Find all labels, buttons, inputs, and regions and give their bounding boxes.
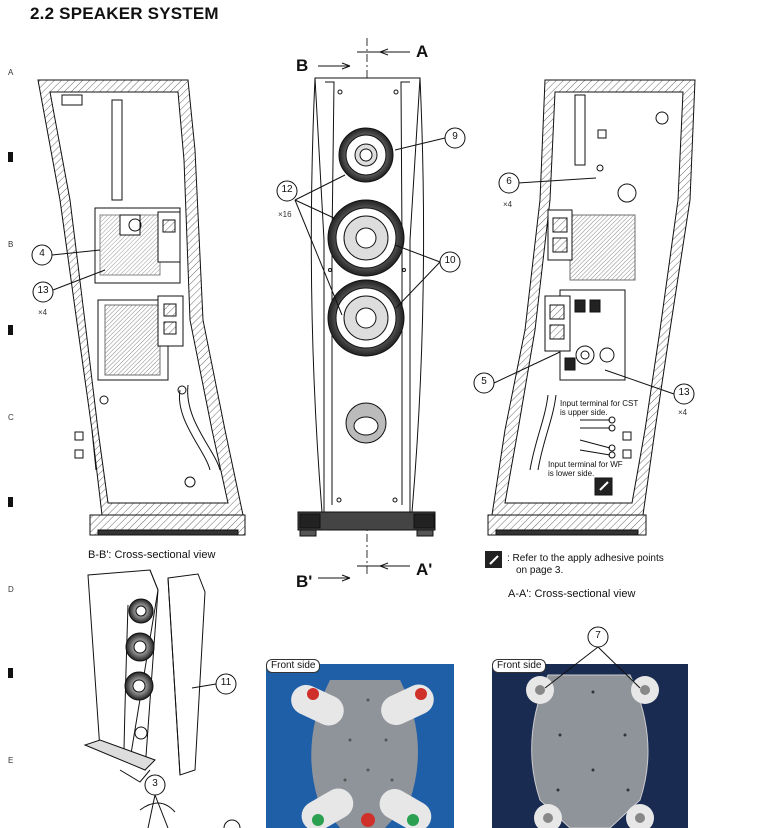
margin-tick (8, 668, 13, 678)
margin-tick (8, 152, 13, 162)
photo-front-left (266, 664, 454, 828)
callout-9: 9 (452, 131, 458, 142)
photo-label-left: Front side (266, 659, 321, 673)
callout-12: 12 (281, 184, 293, 195)
photo-front-right (492, 664, 688, 828)
margin-tick (8, 325, 13, 335)
callout-13-right: 13 (678, 387, 690, 398)
callout-6: 6 (506, 176, 512, 187)
callout-5: 5 (481, 376, 487, 387)
multiplier-4-screw: ×4 (503, 200, 513, 209)
section-mark-a-bottom: A' (416, 560, 433, 579)
margin-marker-e: E (8, 756, 14, 765)
aa-cross-section (487, 79, 696, 536)
note-cst: Input terminal for CST is upper side. (560, 399, 639, 417)
note-adhesive: : Refer to the apply adhesive points on … (507, 553, 664, 576)
margin-marker-c: C (8, 413, 14, 422)
callout-11: 11 (220, 677, 232, 688)
callout-10: 10 (444, 255, 456, 266)
perspective-view (83, 569, 206, 828)
callout-13-left: 13 (37, 285, 49, 296)
multiplier-16: ×16 (278, 210, 292, 219)
margin-marker-a: A (8, 68, 14, 77)
margin-marker-b: B (8, 240, 14, 249)
section-mark-a-top: A (416, 42, 429, 61)
callout-4: 4 (39, 248, 45, 259)
bb-cross-section (37, 79, 246, 536)
section-mark-b-top: B (296, 56, 309, 75)
page-title: 2.2 SPEAKER SYSTEM (30, 4, 219, 23)
callout-3: 3 (152, 778, 158, 789)
photo-label-right: Front side (492, 659, 547, 673)
callout-7: 7 (595, 630, 601, 641)
section-mark-b-bottom: B' (296, 572, 313, 591)
front-view (297, 38, 436, 582)
margin-marker-d: D (8, 585, 14, 594)
callout-graphics (31, 127, 695, 828)
multiplier-4-left: ×4 (38, 308, 48, 317)
multiplier-4-right: ×4 (678, 408, 688, 417)
note-wf: Input terminal for WF is lower side. (548, 460, 623, 478)
caption-aa: A-A': Cross-sectional view (508, 588, 636, 600)
caption-bb: B-B': Cross-sectional view (88, 549, 216, 561)
margin-tick (8, 497, 13, 507)
